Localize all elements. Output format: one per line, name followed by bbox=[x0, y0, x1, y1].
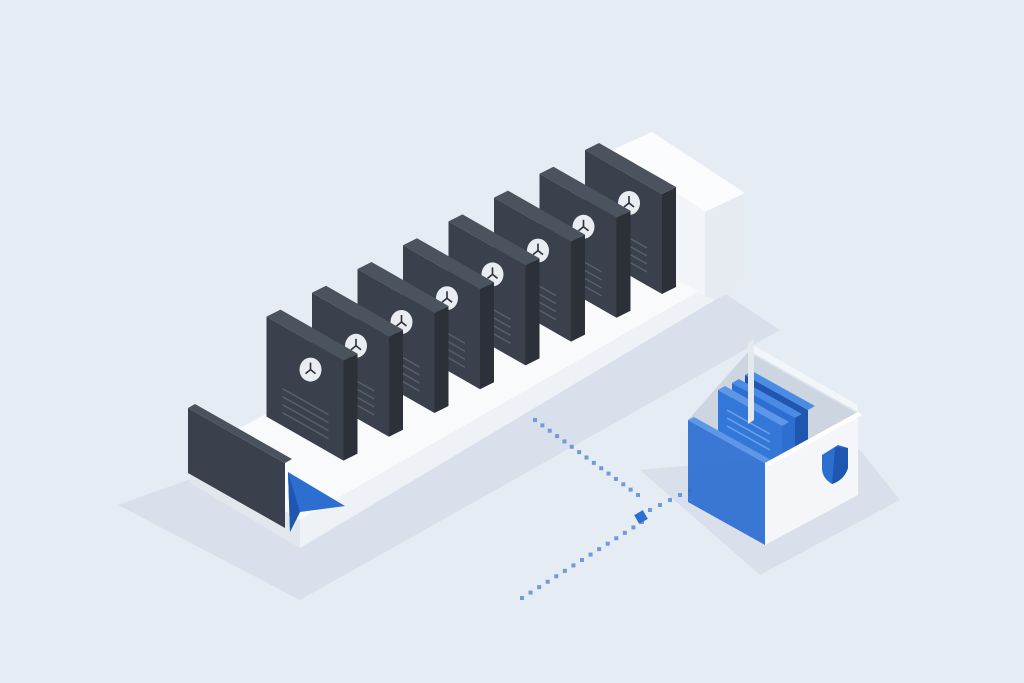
connector-dot bbox=[636, 493, 640, 497]
document-card-line bbox=[282, 411, 329, 440]
front-divider-face bbox=[188, 408, 285, 528]
connector-dot bbox=[569, 444, 574, 449]
folder-line-3 bbox=[726, 425, 771, 451]
connector-dot bbox=[562, 568, 567, 573]
connector-dot bbox=[533, 418, 537, 422]
connector-dot bbox=[577, 450, 582, 455]
connector-dot bbox=[571, 563, 576, 568]
document-card-side bbox=[389, 329, 403, 437]
connector-dot bbox=[528, 590, 533, 595]
connector-dot bbox=[547, 428, 552, 433]
box-right-wall bbox=[765, 412, 858, 545]
connector-dot bbox=[606, 471, 611, 476]
box-left-wall-highlight bbox=[688, 417, 771, 463]
folder-back-top bbox=[745, 371, 815, 410]
connector-dot bbox=[584, 455, 589, 460]
document-card-line bbox=[282, 395, 329, 424]
connector-dot bbox=[597, 547, 602, 552]
connector-dot bbox=[628, 487, 633, 492]
box-back-wall bbox=[748, 342, 858, 412]
connector-dot bbox=[591, 460, 596, 465]
document-card-top bbox=[357, 262, 449, 313]
front-divider bbox=[188, 404, 345, 532]
document-card-top bbox=[494, 190, 585, 242]
connector-dot bbox=[631, 525, 636, 530]
document-card-top bbox=[448, 214, 540, 266]
connector-dot bbox=[648, 508, 652, 512]
connector-dot bbox=[537, 585, 542, 590]
tray-end-top bbox=[612, 132, 745, 212]
arrow-marker-shade bbox=[288, 472, 300, 532]
connector-dot bbox=[599, 466, 604, 471]
connector-dot bbox=[678, 493, 682, 497]
document-card-side bbox=[525, 258, 540, 366]
connector-dot bbox=[554, 574, 559, 579]
tray-end-front bbox=[705, 193, 745, 300]
box-back-left-wall bbox=[748, 339, 754, 424]
box-right-wall-rim bbox=[765, 412, 862, 466]
connector-dot bbox=[588, 552, 593, 557]
document-card-side bbox=[616, 210, 631, 318]
connector-dot bbox=[605, 541, 610, 546]
connector-dot bbox=[562, 439, 567, 444]
folder-line-2 bbox=[726, 417, 771, 443]
clock-icon bbox=[299, 357, 322, 382]
document-card-top bbox=[266, 309, 358, 361]
tray-front bbox=[300, 282, 715, 548]
document-card-side bbox=[434, 306, 449, 413]
connector-dot bbox=[668, 498, 672, 502]
document-card-side bbox=[662, 187, 676, 294]
connector-dot bbox=[613, 476, 618, 481]
document-card-line bbox=[282, 387, 329, 416]
connector-dot bbox=[614, 536, 619, 541]
front-divider-edge bbox=[188, 404, 292, 463]
document-card-top bbox=[585, 143, 676, 194]
connector-dot bbox=[545, 579, 550, 584]
document-cards bbox=[266, 143, 676, 461]
dotted-connector bbox=[520, 418, 692, 600]
document-card bbox=[266, 309, 358, 461]
connector-dot bbox=[658, 503, 662, 507]
shield-icon-shade bbox=[832, 447, 848, 484]
document-card-face bbox=[266, 316, 344, 461]
connector-node bbox=[634, 510, 648, 524]
document-card-side bbox=[480, 282, 494, 390]
connector-dot bbox=[520, 596, 524, 600]
box-left-wall-glass bbox=[688, 420, 765, 545]
document-card-top bbox=[312, 285, 403, 337]
document-card-top bbox=[539, 166, 631, 218]
connector-dot bbox=[540, 423, 545, 428]
connector-dot bbox=[555, 434, 560, 439]
storage-box bbox=[688, 339, 862, 545]
connector-dot bbox=[580, 558, 584, 562]
arrow-marker-icon bbox=[288, 472, 345, 532]
document-card-side bbox=[343, 353, 358, 461]
connector-dot bbox=[621, 482, 626, 487]
document-card-top bbox=[403, 238, 494, 290]
document-card-side bbox=[571, 234, 585, 342]
document-card-line bbox=[282, 403, 329, 432]
connector-dot bbox=[622, 530, 627, 535]
